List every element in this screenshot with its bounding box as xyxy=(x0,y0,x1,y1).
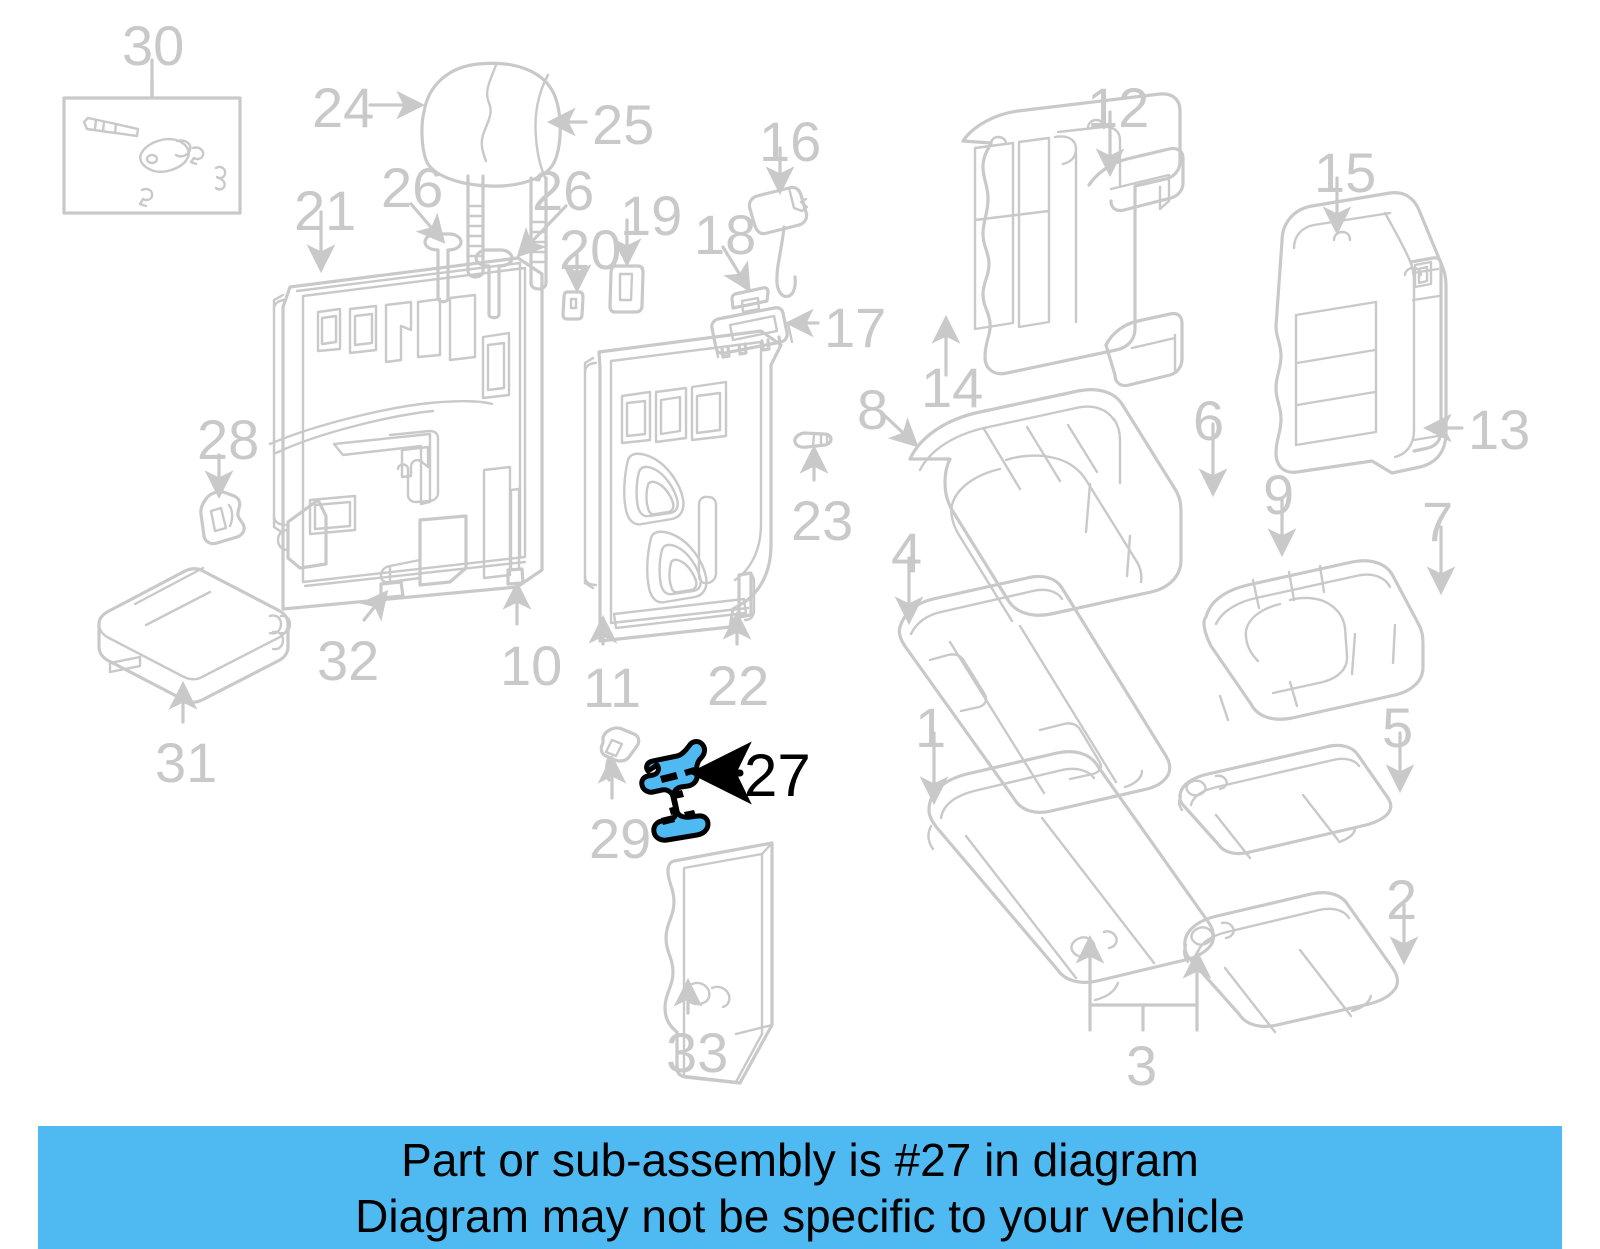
part-10-pivot-pin xyxy=(506,567,525,586)
part-16-belt-stopper xyxy=(747,185,809,299)
part-27-highlighted-buckle xyxy=(639,739,711,843)
callout-label-14: 14 xyxy=(921,356,984,419)
part-2-lower-right-pad xyxy=(1183,891,1400,1034)
exploded-parts-illustration: .g{fill:none;stroke:#c9c9c9;stroke-width… xyxy=(62,58,1464,1085)
callout-label-21: 21 xyxy=(294,179,357,242)
callout-label-31: 31 xyxy=(155,731,218,794)
part-11-right-seatback-frame xyxy=(583,329,783,643)
part-12-14-rear-seatback xyxy=(961,92,1185,388)
callout-label-27: 27 xyxy=(744,742,811,809)
callout-label-29: 29 xyxy=(589,807,652,870)
callout-label-9: 9 xyxy=(1263,463,1295,526)
callout-label-22: 22 xyxy=(707,654,770,717)
part-15-13-right-seatback xyxy=(1274,191,1448,475)
part-5-right-small-pad xyxy=(1178,743,1393,860)
callout-label-4: 4 xyxy=(891,521,923,584)
info-banner: Part or sub-assembly is #27 in diagram D… xyxy=(38,1126,1562,1249)
callout-label-33: 33 xyxy=(666,1021,729,1084)
callout-label-25: 25 xyxy=(592,93,655,156)
callout-label-17: 17 xyxy=(824,296,887,359)
callout-label-13: 13 xyxy=(1468,398,1531,461)
callout-label-20: 20 xyxy=(559,218,622,281)
banner-line-2: Diagram may not be specific to your vehi… xyxy=(355,1189,1245,1242)
callout-label-19: 19 xyxy=(620,184,683,247)
part-8-6-seat-cushion xyxy=(908,388,1183,623)
part-18-belt-anchor xyxy=(730,286,770,314)
callout-label-26: 26 xyxy=(381,156,444,219)
part-28-clip xyxy=(199,490,246,546)
callout-label-30: 30 xyxy=(122,14,185,77)
part-31-armrest xyxy=(97,566,292,704)
part-29-bracket xyxy=(599,726,641,782)
callout-label-8: 8 xyxy=(857,378,889,441)
callout-label-6: 6 xyxy=(1193,389,1225,452)
callout-label-5: 5 xyxy=(1382,696,1414,759)
callout-label-15: 15 xyxy=(1314,141,1377,204)
banner-line-1: Part or sub-assembly is #27 in diagram xyxy=(401,1133,1199,1186)
callout-label-32: 32 xyxy=(317,629,380,692)
part-1-3-lower-pad xyxy=(927,750,1216,1002)
callout-label-3: 3 xyxy=(1126,1034,1158,1097)
callout-label-28: 28 xyxy=(197,408,260,471)
callout-leader-lines xyxy=(150,76,1464,1032)
part-9-7-right-cushion xyxy=(1202,559,1425,722)
callout-label-1: 1 xyxy=(915,696,947,759)
callout-label-26b: 26 xyxy=(532,159,595,222)
part-21-left-seatback-frame xyxy=(268,256,544,611)
part-23-bolt xyxy=(793,431,833,449)
callout-label-23: 23 xyxy=(791,489,854,552)
callout-label-2: 2 xyxy=(1386,868,1418,931)
callout-label-16: 16 xyxy=(759,110,822,173)
callout-label-10: 10 xyxy=(500,634,563,697)
part-20-grommet xyxy=(561,290,585,321)
callout-label-7: 7 xyxy=(1422,490,1454,553)
callout-label-12: 12 xyxy=(1087,76,1150,139)
callout-label-18: 18 xyxy=(694,203,757,266)
part-19-clip xyxy=(608,264,645,314)
callout-label-11: 11 xyxy=(583,656,642,719)
callout-label-24: 24 xyxy=(312,76,375,139)
